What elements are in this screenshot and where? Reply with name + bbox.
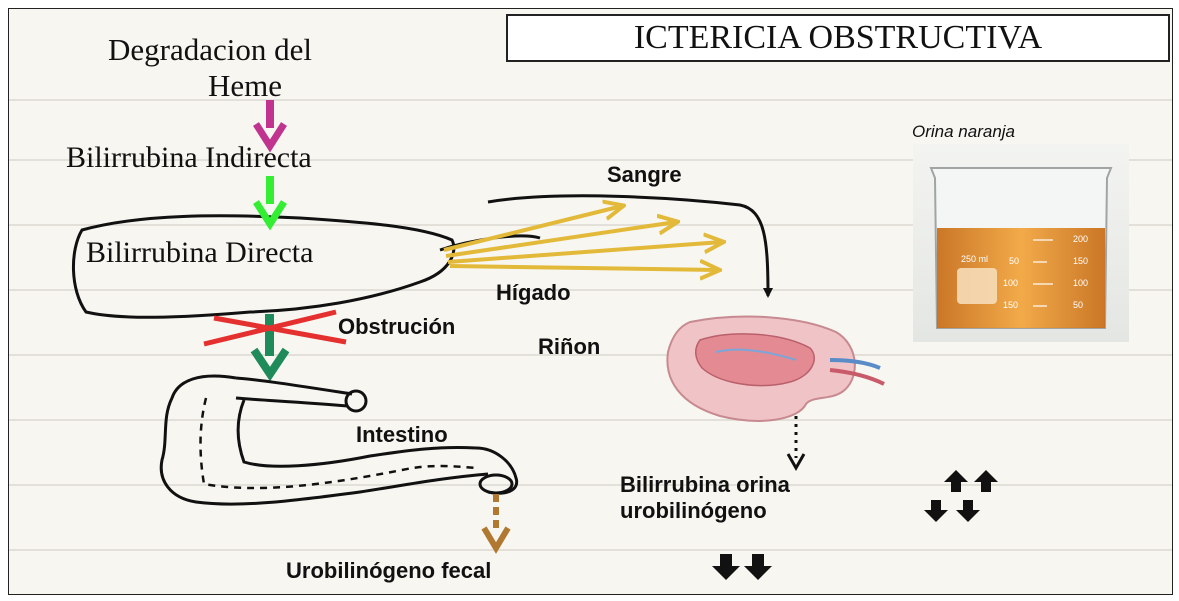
beaker-mark: 150 — [1073, 256, 1088, 266]
diagram-title: ICTERICIA OBSTRUCTIVA — [506, 14, 1170, 62]
decrease-icon — [924, 500, 980, 522]
label-heme: Heme — [208, 68, 282, 104]
photo-caption: Orina naranja — [912, 122, 1015, 142]
label-urobilinogeno-fecal: Urobilinógeno fecal — [286, 558, 491, 584]
label-urobilinogeno: urobilinógeno — [620, 498, 767, 524]
fecal-arrow — [484, 494, 508, 548]
beaker-mark: 50 — [1009, 256, 1019, 266]
label-sangre: Sangre — [607, 162, 682, 188]
beaker-mark: 50 — [1073, 300, 1083, 310]
label-obstrucion: Obstrución — [338, 314, 455, 340]
label-higado: Hígado — [496, 280, 571, 306]
intestine-drawing — [161, 376, 516, 504]
beaker-mark: 100 — [1003, 278, 1018, 288]
orina-arrow — [788, 416, 804, 468]
beaker-mark: 100 — [1073, 278, 1088, 288]
orange-urine-beaker-image: 200 150 100 50 250 ml 50 100 150 — [913, 144, 1129, 342]
label-bilirrubina-directa: Bilirrubina Directa — [86, 236, 313, 270]
beaker-drawing: 200 150 100 50 250 ml 50 100 150 — [913, 144, 1129, 342]
label-bilirrubina-indirecta: Bilirrubina Indirecta — [66, 141, 312, 175]
beaker-mark: 200 — [1073, 234, 1088, 244]
label-intestino: Intestino — [356, 422, 448, 448]
label-rinon: Riñon — [538, 334, 600, 360]
beaker-mark: 150 — [1003, 300, 1018, 310]
kidney-drawing — [667, 317, 884, 421]
heme-arrow — [256, 100, 284, 146]
beaker-mark: 250 ml — [961, 254, 988, 264]
increase-icon — [944, 470, 998, 492]
label-degradacion: Degradacion del — [108, 32, 312, 68]
obstruction-x-icon — [204, 312, 346, 344]
bilirrubina-to-sangre-arrows — [444, 206, 722, 270]
fecal-decrease-icon — [712, 554, 772, 580]
label-bilirrubina-orina: Bilirrubina orina — [620, 472, 790, 498]
